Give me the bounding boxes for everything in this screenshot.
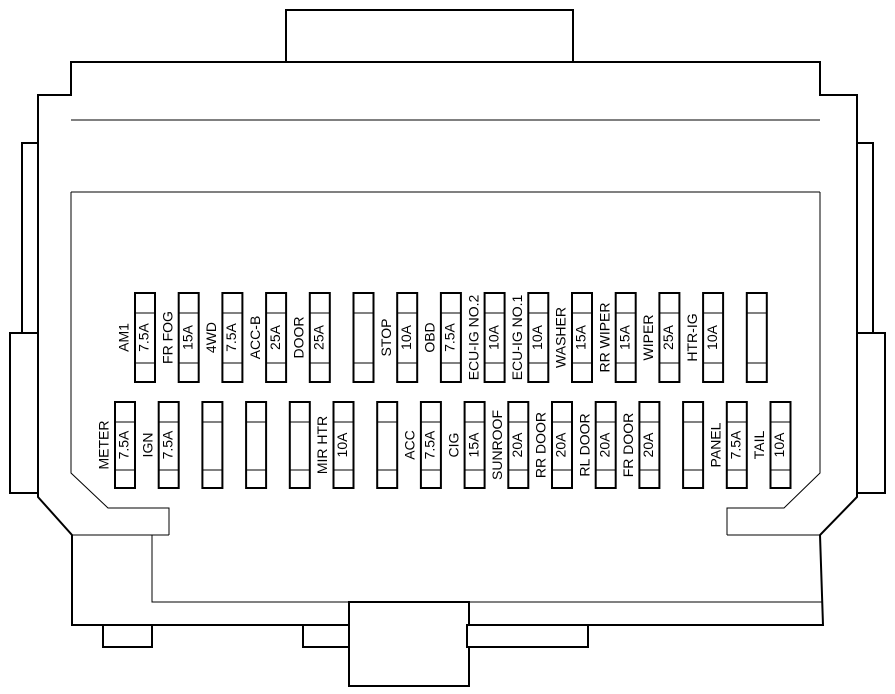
fuse-rating: 7.5A [116, 430, 132, 459]
fuse-spare [376, 401, 399, 489]
fuse-label: 4WD [203, 322, 219, 353]
fuse-rating: 7.5A [136, 322, 152, 351]
fuse-rating: 7.5A [728, 430, 744, 459]
fuse-rating: 10A [704, 324, 720, 350]
fuse-label: HTR-IG [684, 313, 700, 361]
fuse-spare [682, 401, 705, 489]
fuse-label: RL DOOR [576, 413, 592, 476]
fuse-rating: 20A [553, 432, 569, 458]
fuse-label: IGN [139, 433, 155, 458]
fuse-rating: 25A [311, 324, 327, 350]
fuse-rating: 10A [529, 324, 545, 350]
fuse-rating: 20A [640, 432, 656, 458]
fuse-label: WASHER [553, 307, 569, 368]
fuse-label: ECU-IG NO.1 [509, 295, 525, 381]
fuse-rating: 20A [596, 432, 612, 458]
fuse-spare [745, 292, 768, 383]
fuse-rating: 10A [771, 432, 787, 458]
fuse-spare [201, 401, 224, 489]
fuse-label: TAIL [751, 431, 767, 460]
fuse-rating: 20A [509, 432, 525, 458]
fuse-rating: 7.5A [159, 430, 175, 459]
fuse-rating: 15A [616, 324, 632, 350]
fuse-spare [288, 401, 311, 489]
fuse-label: STOP [378, 319, 394, 357]
fuse-rating: 25A [267, 324, 283, 350]
fuse-rating: 15A [179, 324, 195, 350]
fuse-label: SUNROOF [489, 410, 505, 480]
fuse-rating: 7.5A [442, 322, 458, 351]
fuse-rating: 10A [485, 324, 501, 350]
fuse-label: ACC-B [247, 316, 263, 360]
fuse-rating: 7.5A [422, 430, 438, 459]
fuse-rating: 10A [334, 432, 350, 458]
fuse-spare [352, 292, 375, 383]
fuse-label: DOOR [291, 317, 307, 359]
fuse-label: CIG [445, 433, 461, 458]
fuse-rating: 15A [573, 324, 589, 350]
fuse-label: METER [96, 421, 112, 470]
fuse-label: PANEL [708, 422, 724, 467]
fuse-label: FR DOOR [620, 413, 636, 478]
fuse-rating: 7.5A [223, 322, 239, 351]
fuse-rating: 25A [660, 324, 676, 350]
fuse-label: OBD [422, 322, 438, 352]
fuse-label: MIR HTR [314, 416, 330, 474]
fuse-label: FR FOG [159, 311, 175, 364]
fuse-rating: 15A [465, 432, 481, 458]
fuse-label: RR DOOR [533, 412, 549, 478]
fuse-label: RR WIPER [596, 303, 612, 373]
fuse-label: AM1 [116, 323, 132, 352]
fuse-label: WIPER [640, 315, 656, 361]
fuse-rating: 10A [398, 324, 414, 350]
fuse-label: ACC [402, 430, 418, 460]
fuse-label: ECU-IG NO.2 [465, 295, 481, 381]
fuse-spare [245, 401, 268, 489]
